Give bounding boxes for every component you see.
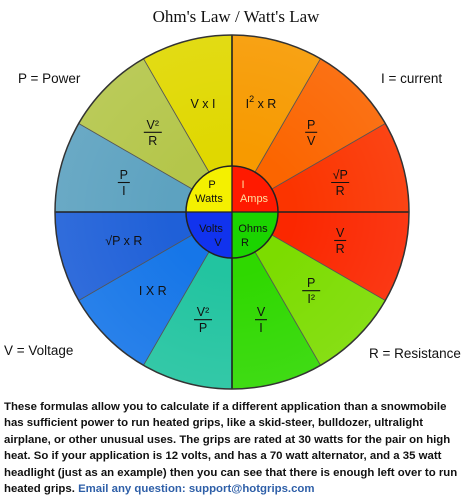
divider-line: [78, 123, 193, 190]
formula-denominator: I: [259, 321, 262, 335]
formula-numerator: V²: [147, 118, 160, 132]
ohms-quadrant: [232, 212, 278, 258]
divider-line: [254, 58, 321, 173]
ohms-label: Ohms: [238, 223, 268, 235]
formula-numerator: V: [257, 305, 266, 319]
volts-label: Volts: [199, 223, 223, 235]
formula-v-over-r: VR: [334, 226, 347, 256]
center-hub: P Watts I Amps Volts V Ohms R: [185, 165, 279, 259]
ohms-law-diagram: Ohm's Law / Watt's Law P = Power I = cur…: [4, 7, 461, 390]
formula-denominator: R: [336, 184, 345, 198]
watts-quadrant: [186, 166, 232, 212]
formula-numerator: √P: [333, 168, 348, 182]
divider-line: [271, 234, 386, 301]
formula-text: I X R: [139, 284, 167, 298]
formula-i2r: I2 x R: [246, 94, 277, 111]
current-label: I = current: [381, 71, 442, 86]
divider-line: [78, 234, 193, 301]
formula-denominator: I: [122, 184, 125, 198]
formula-v2-over-p: V² P: [194, 305, 213, 335]
divider-line: [143, 251, 210, 366]
formula-v2-over-r: V² R: [143, 118, 162, 148]
formula-denominator: R: [148, 134, 157, 148]
diagram-title: Ohm's Law / Watt's Law: [153, 7, 321, 26]
formula-text: √P x R: [105, 234, 142, 248]
divider-line: [143, 58, 210, 173]
formula-p-over-i2: P I²: [302, 276, 321, 306]
formula-numerator: V: [336, 226, 345, 240]
caption-body: These formulas allow you to calculate if…: [4, 401, 458, 496]
amps-quadrant: [232, 166, 278, 212]
amps-label: Amps: [240, 193, 269, 205]
formula-sqrt-p-x-r: √P x R: [105, 234, 142, 248]
divider-line: [254, 251, 321, 366]
ohms-symbol: R: [241, 237, 249, 249]
resistance-label: R = Resistance: [369, 346, 461, 361]
divider-line: [271, 123, 386, 190]
formula-denominator: R: [336, 242, 345, 256]
caption-text: These formulas allow you to calculate if…: [4, 399, 469, 497]
watts-symbol: P: [208, 179, 215, 191]
formula-numerator: P: [307, 276, 315, 290]
watts-label: Watts: [195, 193, 223, 205]
wedge-dividers: [55, 35, 409, 389]
formula-p-over-i: PI: [117, 168, 130, 198]
formula-numerator: P: [307, 118, 315, 132]
power-label: P = Power: [18, 71, 81, 86]
formula-numerator: P: [120, 168, 128, 182]
formula-v-over-i: VI: [254, 305, 267, 335]
formula-sqrt-p-over-r: √P R: [331, 168, 350, 198]
formula-text: V x I: [191, 97, 216, 111]
voltage-label: V = Voltage: [4, 343, 73, 358]
formula-i-x-r: I X R: [139, 284, 167, 298]
formula-numerator: V²: [197, 305, 210, 319]
formula-text: I2 x R: [246, 94, 277, 111]
outer-ring: [54, 34, 410, 390]
volts-quadrant: [186, 212, 232, 258]
amps-symbol: I: [241, 179, 244, 191]
support-email-link[interactable]: Email any question: support@hotgrips.com: [78, 483, 315, 496]
formula-denominator: I²: [307, 292, 315, 306]
formula-v-x-i: V x I: [191, 97, 216, 111]
formula-p-over-v: PV: [305, 118, 318, 148]
formula-denominator: P: [199, 321, 207, 335]
volts-symbol: V: [214, 237, 222, 249]
formula-denominator: V: [307, 134, 316, 148]
